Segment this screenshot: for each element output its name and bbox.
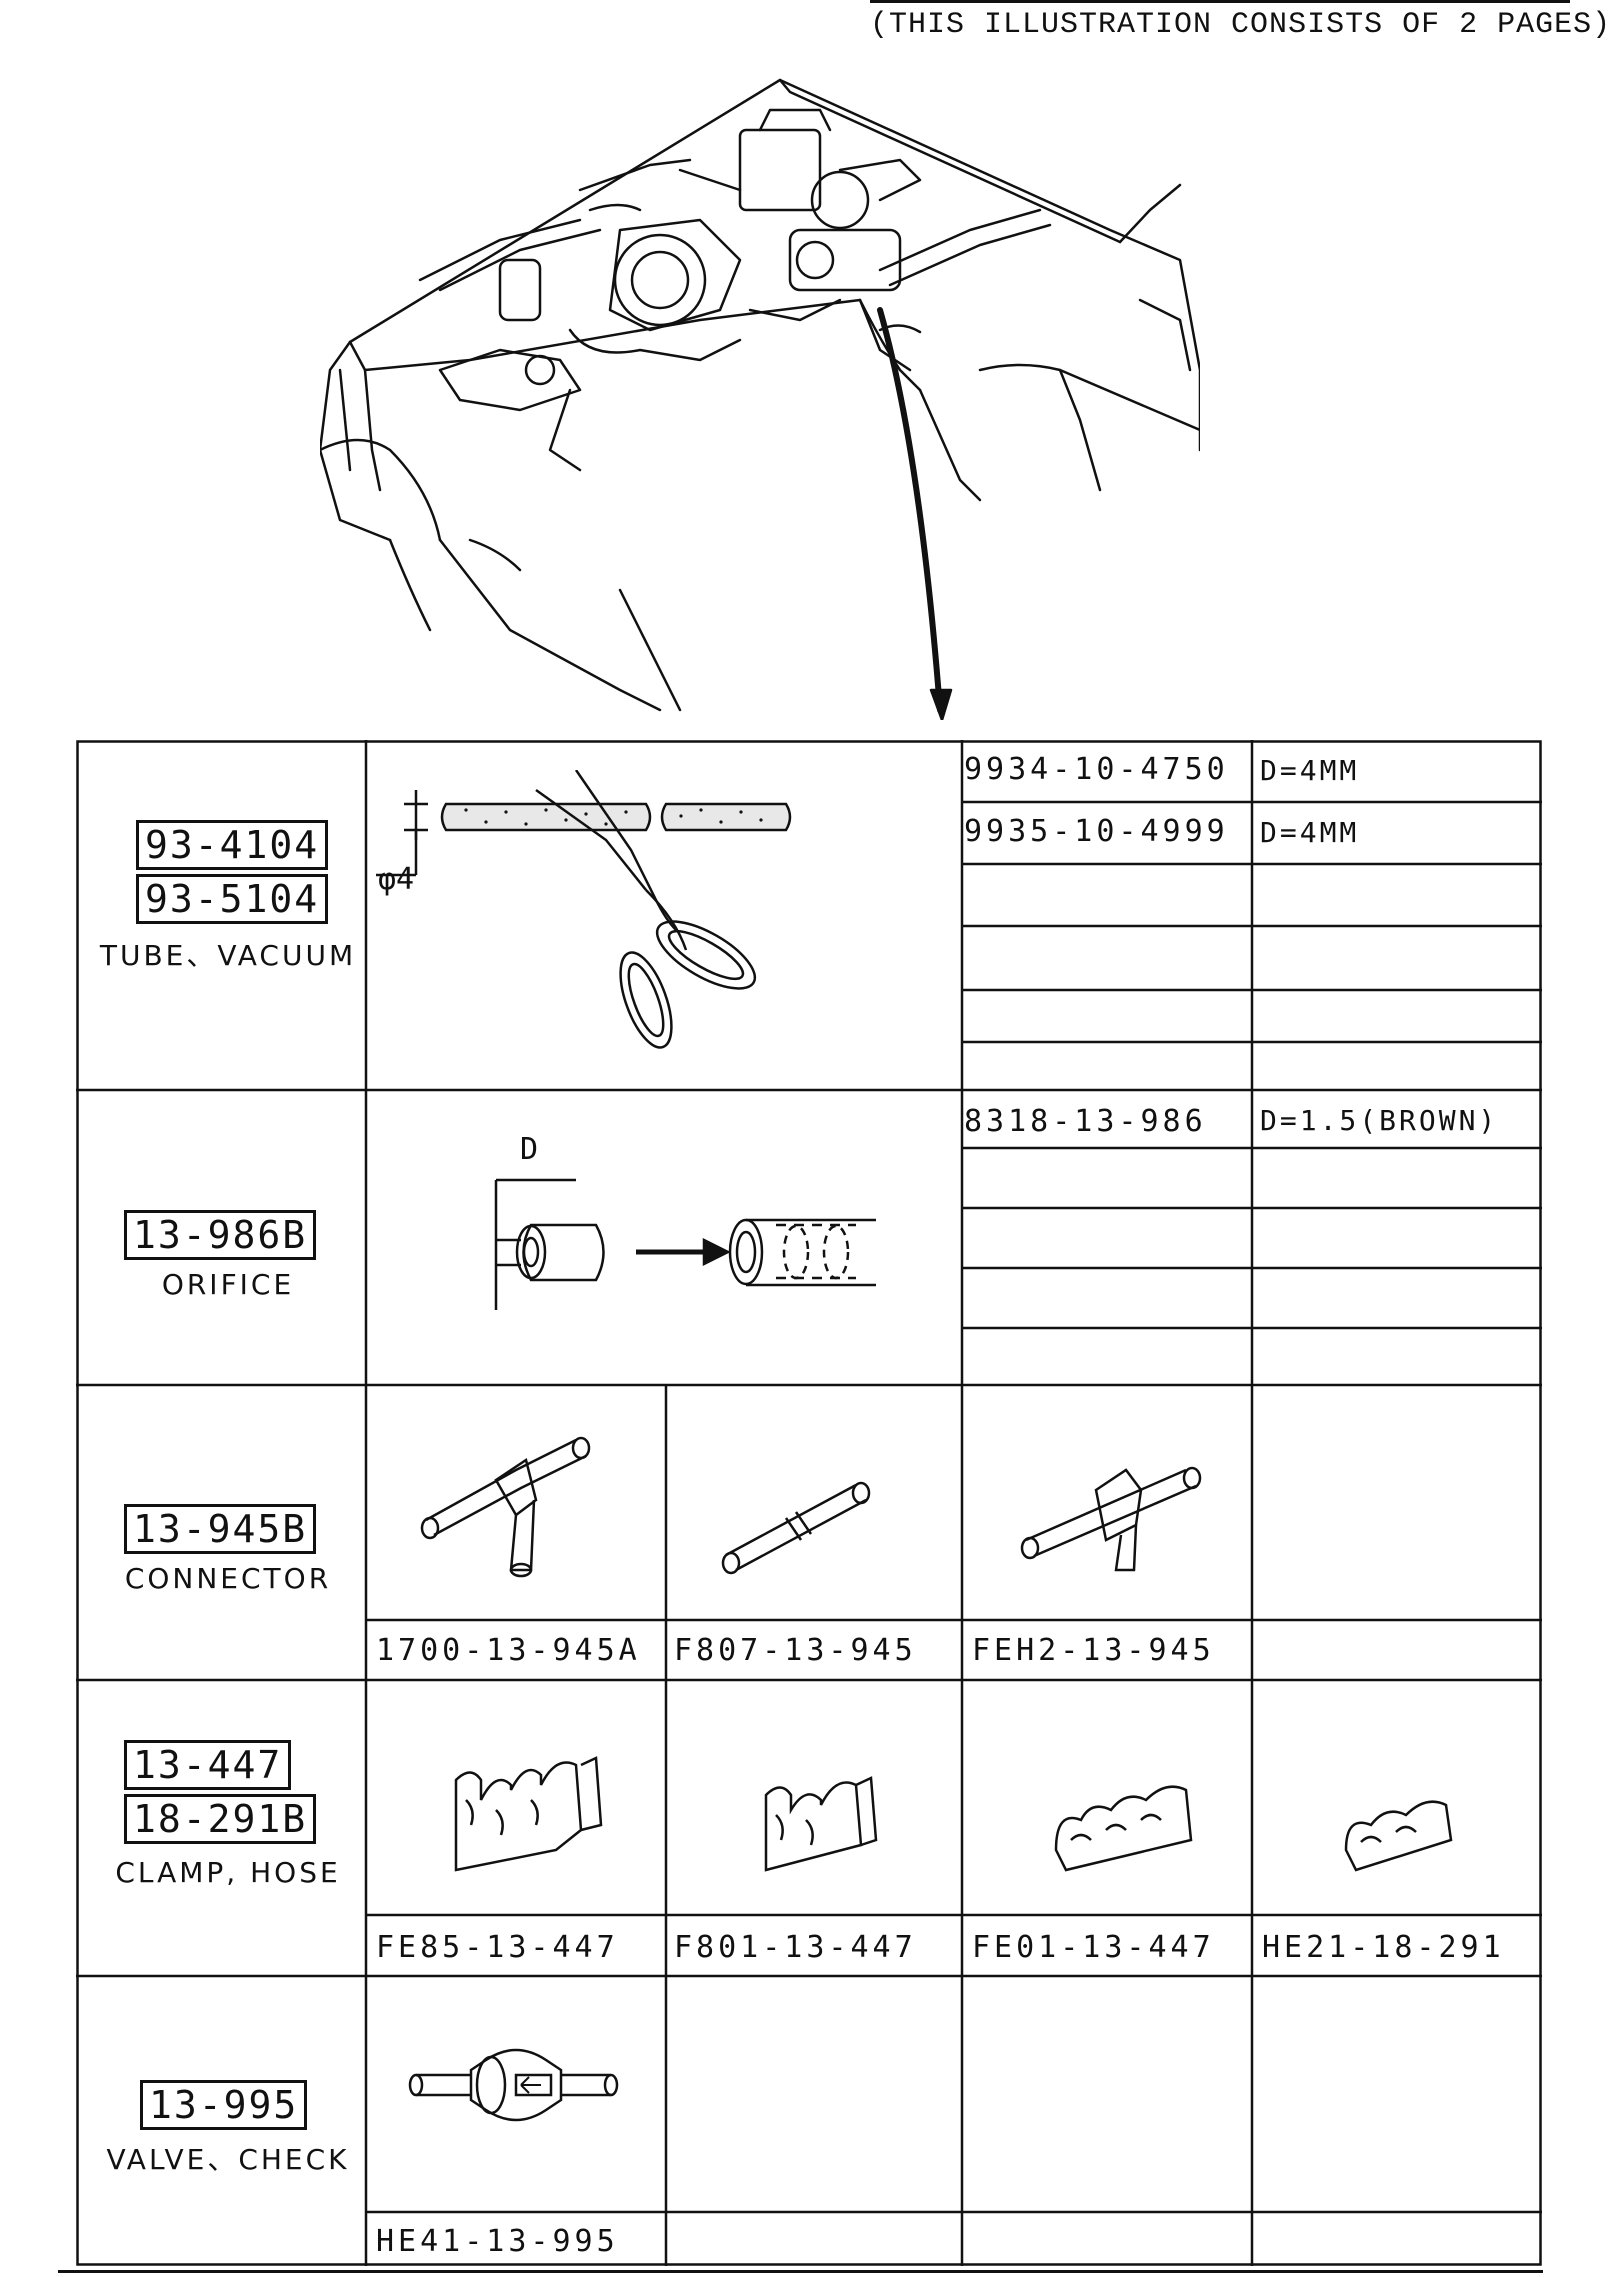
caption-valve-check: VALVE、CHECK — [106, 2143, 350, 2176]
part-number-he21-18-291: HE21-18-291 — [1262, 1930, 1505, 1965]
clamp-he21-icon — [1344, 1800, 1453, 1872]
engine-bay-illustration — [320, 78, 1200, 720]
part-number-f801-13-447: F801-13-447 — [674, 1930, 917, 1965]
vacuum-tube-scissors-icon — [376, 770, 792, 1049]
header-rule — [870, 0, 1570, 3]
straight-connector-icon — [721, 1481, 871, 1575]
ref-box-13-995: 13-995 — [140, 2080, 308, 2130]
cross-connector-icon — [1020, 1466, 1202, 1572]
orifice-icon — [494, 1178, 876, 1310]
spec-9935: D=4MM — [1260, 816, 1360, 849]
part-number-f807-13-945: F807-13-945 — [674, 1633, 917, 1668]
orifice-dimension-label: D — [520, 1132, 539, 1167]
ref-box-93-4104: 93-4104 — [136, 820, 329, 870]
ref-box-93-5104: 93-5104 — [136, 874, 329, 924]
ref-box-13-945b: 13-945B — [124, 1504, 317, 1554]
ref-box-18-291b: 18-291B — [124, 1794, 317, 1844]
part-number-feh2-13-945: FEH2-13-945 — [972, 1633, 1215, 1668]
check-valve-icon — [408, 2048, 619, 2122]
part-number-fe85-13-447: FE85-13-447 — [376, 1930, 619, 1965]
diameter-label: φ4 — [378, 862, 415, 897]
clamp-f801-icon — [764, 1776, 878, 1872]
page-count-note: (THIS ILLUSTRATION CONSISTS OF 2 PAGES) — [870, 8, 1612, 42]
caption-orifice: ORIFICE — [161, 1268, 295, 1301]
part-number-he41-13-995: HE41-13-995 — [376, 2224, 619, 2259]
part-number-fe01-13-447: FE01-13-447 — [972, 1930, 1215, 1965]
caption-clamp-hose: CLAMP, HOSE — [115, 1856, 341, 1889]
parts-table: 93-4104 93-5104 TUBE、VACUUM φ4 9934-10-4… — [76, 740, 1542, 2266]
ref-box-13-986b: 13-986B — [124, 1210, 317, 1260]
part-number-8318-13-986: 8318-13-986 — [964, 1104, 1207, 1139]
table-grid — [76, 740, 1542, 2266]
part-number-1700-13-945a: 1700-13-945A — [376, 1633, 641, 1668]
caption-connector: CONNECTOR — [124, 1562, 332, 1595]
spec-8318: D=1.5(BROWN) — [1260, 1104, 1499, 1137]
bottom-rule — [58, 2270, 1543, 2273]
spec-9934: D=4MM — [1260, 754, 1360, 787]
tee-connector-icon — [420, 1436, 591, 1578]
part-number-9935-10-4999: 9935-10-4999 — [964, 814, 1229, 849]
clamp-fe01-icon — [1054, 1785, 1193, 1872]
ref-box-13-447: 13-447 — [124, 1740, 292, 1790]
caption-tube-vacuum: TUBE、VACUUM — [99, 939, 357, 972]
part-number-9934-10-4750: 9934-10-4750 — [964, 752, 1229, 787]
clamp-fe85-icon — [454, 1756, 603, 1872]
